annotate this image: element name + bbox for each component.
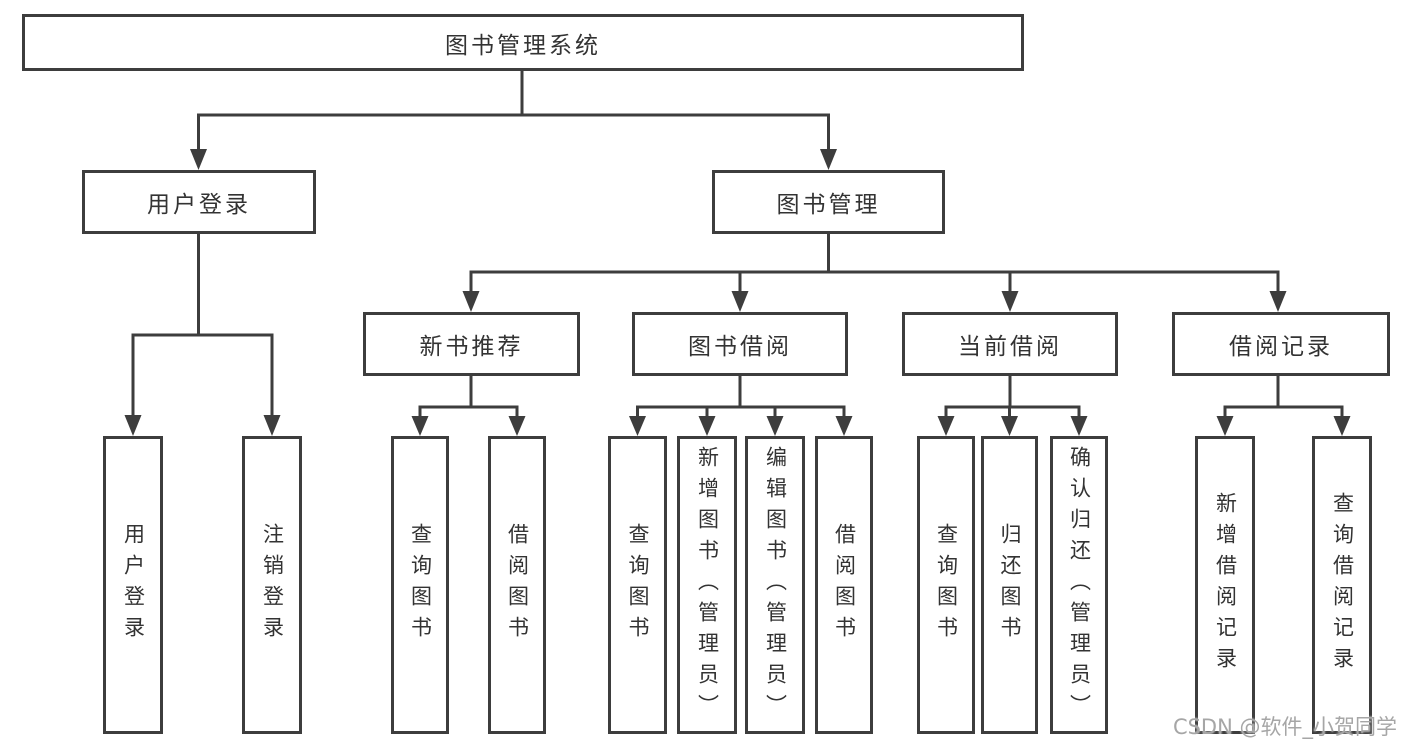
- leaf-return-books: 归还图书: [981, 436, 1038, 734]
- node-user-login-label: 用户登录: [147, 192, 251, 218]
- leaf-label: 查询借阅记录: [1330, 492, 1355, 678]
- watermark: CSDN @软件_小贺同学: [1172, 715, 1397, 739]
- arrowhead: [1216, 416, 1234, 436]
- arrowhead: [766, 416, 784, 436]
- arrowhead: [508, 416, 526, 436]
- leaf-query-books-recommend: 查询图书: [391, 436, 449, 734]
- leaf-label: 查询图书: [934, 523, 959, 647]
- leaf-edit-books-admin: 编辑图书（管理员）: [745, 436, 805, 734]
- leaf-label: 查询图书: [408, 523, 433, 647]
- leaf-logout-login: 注销登录: [242, 436, 302, 734]
- arrowhead: [937, 416, 955, 436]
- arrowhead: [1001, 291, 1019, 312]
- arrowhead: [1001, 416, 1018, 436]
- arrowhead: [835, 416, 853, 436]
- arrowhead: [1269, 291, 1287, 312]
- leaf-confirm-return-admin: 确认归还（管理员）: [1050, 436, 1108, 734]
- leaf-query-borrow-record: 查询借阅记录: [1312, 436, 1372, 734]
- leaf-borrow-books-recommend: 借阅图书: [488, 436, 546, 734]
- leaf-query-books-current: 查询图书: [917, 436, 975, 734]
- leaf-label: 新增借阅记录: [1213, 492, 1238, 678]
- leaf-label: 用户登录: [121, 523, 146, 647]
- node-root-label: 图书管理系统: [445, 32, 601, 59]
- node-borrow-records: 借阅记录: [1172, 312, 1390, 376]
- node-borrow-records-label: 借阅记录: [1229, 334, 1333, 360]
- node-user-login: 用户登录: [82, 170, 316, 234]
- leaf-label: 新增图书（管理员）: [695, 445, 720, 725]
- arrowhead: [263, 415, 281, 436]
- arrowhead: [820, 149, 837, 170]
- node-book-borrow: 图书借阅: [632, 312, 848, 376]
- leaf-label: 借阅图书: [832, 523, 857, 647]
- node-new-book-recommend: 新书推荐: [363, 312, 580, 376]
- arrowhead: [124, 415, 142, 436]
- node-book-management: 图书管理: [712, 170, 945, 234]
- arrowhead: [462, 291, 480, 312]
- arrowhead: [1070, 416, 1088, 436]
- node-current-borrow: 当前借阅: [902, 312, 1118, 376]
- arrowhead: [698, 416, 716, 436]
- leaf-label: 注销登录: [260, 523, 285, 647]
- leaf-label: 借阅图书: [505, 523, 530, 647]
- leaf-label: 归还图书: [998, 523, 1022, 647]
- arrowhead: [731, 291, 749, 312]
- node-current-borrow-label: 当前借阅: [958, 334, 1062, 360]
- leaf-label: 确认归还（管理员）: [1067, 445, 1092, 725]
- node-book-borrow-label: 图书借阅: [688, 334, 792, 360]
- leaf-label: 查询图书: [626, 523, 650, 647]
- arrowhead: [1333, 416, 1351, 436]
- node-new-book-recommend-label: 新书推荐: [419, 334, 524, 360]
- arrowhead: [411, 416, 429, 436]
- leaf-label: 编辑图书（管理员）: [763, 445, 788, 725]
- arrowhead: [629, 416, 646, 436]
- node-root: 图书管理系统: [22, 14, 1024, 71]
- leaf-add-books-admin: 新增图书（管理员）: [677, 436, 737, 734]
- arrowhead: [190, 149, 207, 170]
- node-book-management-label: 图书管理: [776, 192, 881, 218]
- leaf-query-books-borrow: 查询图书: [608, 436, 667, 734]
- leaf-add-borrow-record: 新增借阅记录: [1195, 436, 1255, 734]
- leaf-user-login: 用户登录: [103, 436, 163, 734]
- leaf-borrow-books: 借阅图书: [815, 436, 873, 734]
